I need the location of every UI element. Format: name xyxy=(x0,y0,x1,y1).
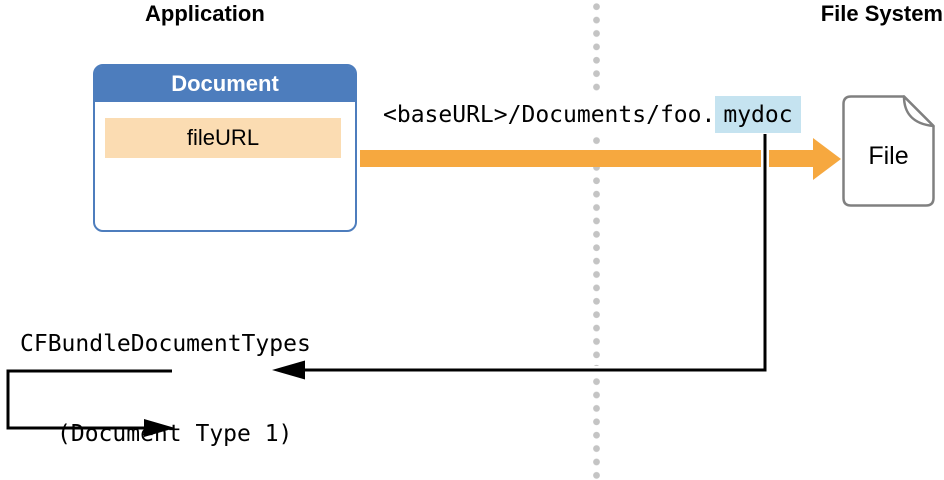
file-path-extension-highlight: mydoc xyxy=(715,96,801,133)
file-path-prefix: <baseURL>/Documents/foo. xyxy=(383,101,716,128)
orange-arrow xyxy=(360,150,813,167)
document-box-title: Document xyxy=(95,66,355,102)
file-icon xyxy=(842,95,935,207)
orange-arrow-head-icon xyxy=(813,138,841,180)
file-path-label: <baseURL>/Documents/foo. mydoc xyxy=(383,96,801,133)
application-heading: Application xyxy=(145,1,265,26)
info-plist-block: CFBundleDocumentTypes (Document Type 1) … xyxy=(20,269,435,480)
plist-line-document-type-1: (Document Type 1) xyxy=(57,421,293,447)
dashed-separator xyxy=(593,0,600,480)
file-icon-label: File xyxy=(868,142,909,170)
plist-line-document-types: CFBundleDocumentTypes xyxy=(20,331,311,357)
fileurl-field: fileURL xyxy=(105,118,341,158)
document-box: Document fileURL xyxy=(93,64,357,232)
file-system-heading: File System xyxy=(820,1,943,26)
